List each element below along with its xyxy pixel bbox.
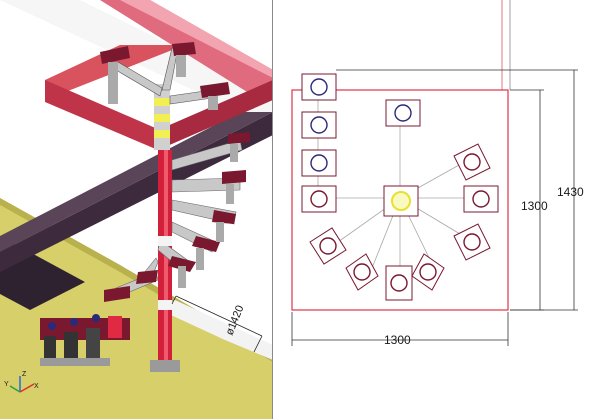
plan-height-label: 1300	[521, 199, 548, 213]
column-collar-1	[158, 236, 172, 246]
column-base-plate	[150, 360, 180, 372]
axis-y-label: Y	[4, 381, 9, 388]
axis-z-label: Z	[22, 371, 27, 378]
isometric-view[interactable]: ø1420 Z X Y	[0, 0, 273, 419]
column-highlight	[164, 150, 168, 365]
iso-dimension	[171, 295, 263, 353]
plan-drawing: 1300 1300 1430	[291, 0, 584, 347]
tread-flanges	[104, 132, 250, 302]
top-legs	[108, 55, 218, 110]
plan-flange-circles	[310, 153, 490, 292]
top-flanges	[100, 42, 230, 98]
plan-view[interactable]: 1300 1300 1430	[274, 0, 600, 419]
railing-front-right	[158, 80, 272, 150]
upper-beam-top	[0, 112, 272, 252]
plan-width-label: 1300	[384, 333, 411, 347]
ucs-axis-icon: Z X Y	[4, 371, 39, 393]
axis-x-label: X	[34, 383, 39, 390]
isometric-drawing: ø1420 Z X Y	[0, 0, 272, 419]
railing-front	[45, 80, 160, 150]
top-arms	[115, 47, 213, 105]
plan-boxes	[301, 73, 499, 301]
railing-highlight	[120, 0, 272, 78]
column-collar-2	[158, 300, 172, 310]
column-band-1	[154, 98, 170, 106]
plan-dimensions	[291, 69, 578, 346]
starter-posts	[40, 314, 130, 366]
column-band-2	[154, 114, 170, 122]
column-band-3	[154, 130, 170, 138]
tread-legs	[178, 144, 238, 288]
plan-outer-label: 1430	[557, 185, 584, 199]
plan-hub	[391, 191, 411, 211]
plan-bolt-circles	[310, 78, 412, 172]
floor-opening	[160, 300, 272, 360]
plan-outline	[291, 89, 509, 311]
